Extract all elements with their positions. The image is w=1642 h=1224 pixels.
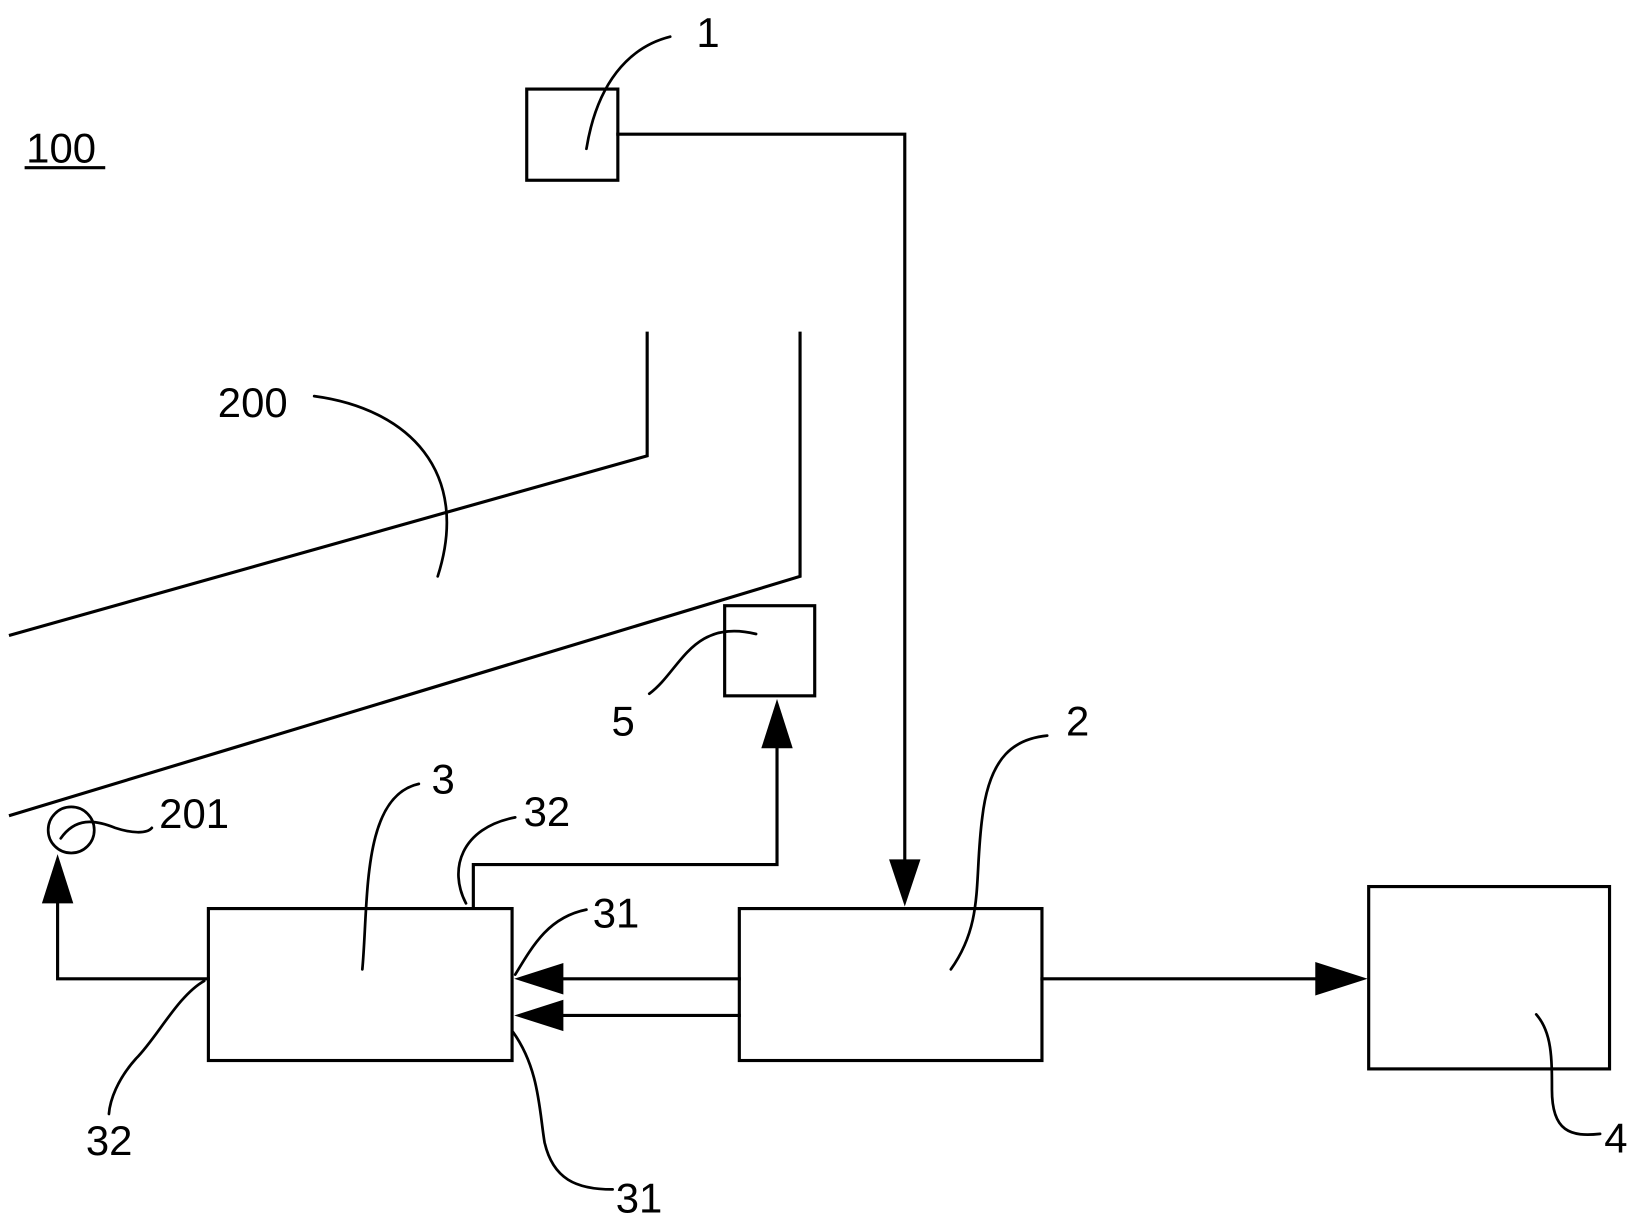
arrowhead-into-3-lower xyxy=(514,999,564,1032)
leader-line-5 xyxy=(647,629,758,696)
duct-outer-wall xyxy=(8,331,802,818)
arrowhead-into-4 xyxy=(1315,962,1368,996)
port-label-32-left: 32 xyxy=(86,1117,133,1164)
component-box-3 xyxy=(206,906,514,1063)
leader-line-200 xyxy=(312,394,449,578)
arrowhead-into-2 xyxy=(889,859,921,907)
leader-line-2 xyxy=(949,734,1049,971)
structure-label-200: 200 xyxy=(218,379,288,426)
system-label: 100 xyxy=(26,124,96,171)
arrowhead-into-5 xyxy=(761,698,793,749)
port-label-31-top: 31 xyxy=(593,889,640,936)
component-box-5 xyxy=(723,604,817,698)
component-box-1 xyxy=(525,87,620,182)
leader-line-31-top xyxy=(513,908,588,976)
component-label-3: 3 xyxy=(431,755,454,802)
arrowhead-into-201 xyxy=(41,854,74,904)
component-box-4 xyxy=(1367,884,1612,1071)
duct-inner-wall xyxy=(8,331,649,637)
connector-1-to-2 xyxy=(616,132,907,877)
leader-line-4 xyxy=(1534,1013,1602,1136)
structure-label-201: 201 xyxy=(159,790,229,837)
leader-line-1 xyxy=(585,35,672,151)
connector-3-to-5 xyxy=(471,744,779,911)
component-label-4: 4 xyxy=(1604,1115,1627,1162)
circle-element-201 xyxy=(46,805,96,855)
leader-line-32-left xyxy=(107,979,206,1116)
port-label-32-top: 32 xyxy=(524,788,571,835)
leader-line-31-bottom xyxy=(511,1030,614,1191)
port-label-31-bottom: 31 xyxy=(616,1174,663,1221)
leader-line-32-top xyxy=(457,816,517,905)
component-box-2 xyxy=(737,906,1044,1063)
component-label-1: 1 xyxy=(696,9,719,56)
component-label-2: 2 xyxy=(1066,698,1089,745)
arrowhead-into-3-upper xyxy=(514,963,564,995)
component-label-5: 5 xyxy=(612,698,635,745)
leader-line-3 xyxy=(360,782,421,971)
leader-line-201 xyxy=(59,820,154,840)
connector-3-to-201 xyxy=(56,901,210,981)
